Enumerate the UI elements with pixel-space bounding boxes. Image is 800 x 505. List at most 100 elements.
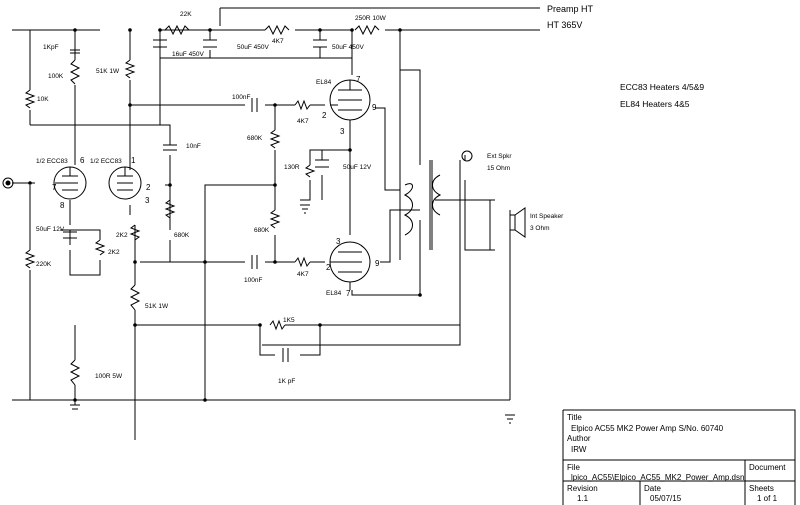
resistor-2k2-b [129,224,141,241]
r22k-label: 22K [180,11,192,18]
wiring [12,7,540,440]
resistor-22k [164,24,190,36]
c16-label: 16uF 450V [172,51,204,58]
speaker-icon [509,207,526,238]
r4k7-a-label: 4K7 [297,118,309,125]
pin-label: 7 [346,289,351,298]
resistor-4k7-b [294,256,311,268]
r100k-label: 100K [48,73,64,80]
c50-12a-label: 50uF 12V [343,164,372,171]
input-jack-icon [2,177,14,189]
component-labels: Preamp HT HT 365V 22K 250R 10W 4K7 16uF … [36,4,704,385]
el84-bot-label: EL84 [326,290,342,297]
pin-label: 6 [80,156,85,165]
file-value: lpico_AC55\Elpico_AC55_MK2_Power_Amp.dsn [571,473,744,482]
c50a-label: 50uF 450V [237,44,269,51]
resistor-10k [24,89,36,109]
pin-label: 2 [322,111,327,120]
date-value: 05/07/15 [650,494,682,503]
r1k5-label: 1K5 [283,317,295,324]
revision-value: 1.1 [577,494,589,503]
capacitor-1kpf-b [282,348,289,362]
document-label: Document [749,463,786,472]
capacitor-1kpf [70,30,80,60]
author-value: IRW [571,445,587,454]
resistor-100r [69,359,81,386]
r100r-label: 100R 5W [95,373,123,380]
ext-ohm-label: 15 Ohm [487,165,510,172]
c1kpf-b-label: 1K pF [278,378,295,385]
r10k-label: 10K [37,96,49,103]
r2k2-a-label: 2K2 [108,249,120,256]
valve-ecc83-a [53,166,87,200]
ecc83-b-label: 1/2 ECC83 [90,158,122,165]
c100n-bot-label: 100nF [244,277,262,284]
capacitor-100nf-top [251,98,258,112]
r680k-c-label: 680K [174,232,190,239]
r680k-b-label: 680K [254,227,270,234]
int-spkr-label: Int Speaker [530,213,564,220]
capacitor-50uf-a [203,39,217,48]
resistor-680k-c [164,199,176,219]
c50b-label: 50uF 450V [332,44,364,51]
r680k-a-label: 680K [247,135,263,142]
capacitor-50uf-b [313,39,327,58]
capacitor-50uf-12v-a [315,159,329,168]
c10n-label: 10nF [186,143,201,150]
r2k2-b-label: 2K2 [116,232,128,239]
pin-label: 2 [326,263,331,272]
valve-el84-bot [329,241,371,290]
sheets-value: 1 of 1 [757,494,778,503]
resistor-680k-a [269,129,281,149]
pin-label: 2 [146,183,151,192]
ext-spkr-label: Ext Spkr [487,153,512,160]
r250-label: 250R 10W [355,15,387,22]
c100n-top-label: 100nF [232,94,250,101]
sheets-label: Sheets [749,484,774,493]
valve-ecc83-b [108,166,142,200]
pin-label: 1 [131,156,136,165]
resistor-51k-bot [129,284,141,311]
resistor-250r [354,24,380,36]
resistor-680k-b [269,209,281,229]
author-label: Author [567,434,591,443]
ecc83-a-label: 1/2 ECC83 [36,158,68,165]
r4k7-top-label: 4K7 [272,38,284,45]
title-block: Title Elpico AC55 MK2 Power Amp S/No. 60… [562,409,796,505]
revision-label: Revision [567,484,598,493]
title-value: Elpico AC55 MK2 Power Amp S/No. 60740 [571,424,724,433]
ext-speaker-jack-icon [461,150,473,162]
pin-label: 7 [52,183,57,192]
resistor-2k2-a [94,239,106,256]
pin-label: 3 [336,237,341,246]
title-label: Title [567,413,582,422]
r51k-top-label: 51K 1W [96,68,120,75]
capacitor-100nf-bot [251,255,258,269]
el84-top-label: EL84 [316,79,332,86]
r4k7-b-label: 4K7 [297,271,309,278]
valve-el84-top [329,79,371,121]
capacitor-16uf [153,39,167,48]
pin-label: 8 [60,201,65,210]
capacitor-50uf-12v-b [63,231,77,239]
capacitor-10nf [163,144,177,151]
c50-12b-label: 50uF 12V [36,226,65,233]
connectors [2,150,526,238]
pin-label: 9 [372,103,377,112]
file-label: File [567,463,580,472]
r220k-label: 220K [36,261,52,268]
ht-label: HT 365V [547,20,582,30]
pin-label: 3 [145,196,150,205]
valves [53,79,371,290]
c1kpf-label: 1KpF [43,44,59,51]
resistor-220k [24,249,36,269]
resistor-130r [304,164,316,178]
resistor-4k7-top [264,24,290,36]
date-label: Date [644,484,661,493]
r130-label: 130R [284,164,300,171]
int-ohm-label: 3 Ohm [530,225,550,232]
resistor-1k5 [269,319,286,331]
resistor-4k7-a [294,99,311,111]
pin-label: 3 [340,127,345,136]
